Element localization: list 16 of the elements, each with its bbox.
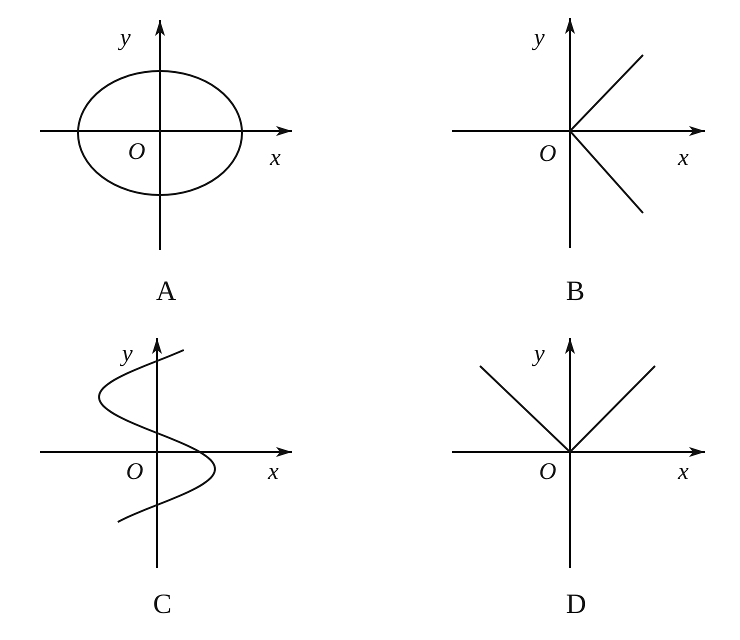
origin-label: O: [539, 142, 556, 166]
axis-label: x: [678, 460, 689, 484]
axis-label: x: [270, 146, 281, 170]
option-label: B: [566, 278, 585, 306]
option-label: C: [153, 591, 172, 619]
origin-label: O: [539, 460, 556, 484]
axis-label: x: [268, 460, 279, 484]
origin-label: O: [128, 140, 146, 164]
origin-label: O: [126, 460, 144, 484]
option-label: A: [156, 278, 176, 306]
option-label: D: [566, 591, 586, 619]
axis-label: y: [534, 26, 545, 50]
axis-label: y: [534, 342, 545, 366]
axis-label: y: [120, 26, 131, 50]
axis-label: x: [678, 146, 689, 170]
axis-label: y: [122, 342, 133, 366]
